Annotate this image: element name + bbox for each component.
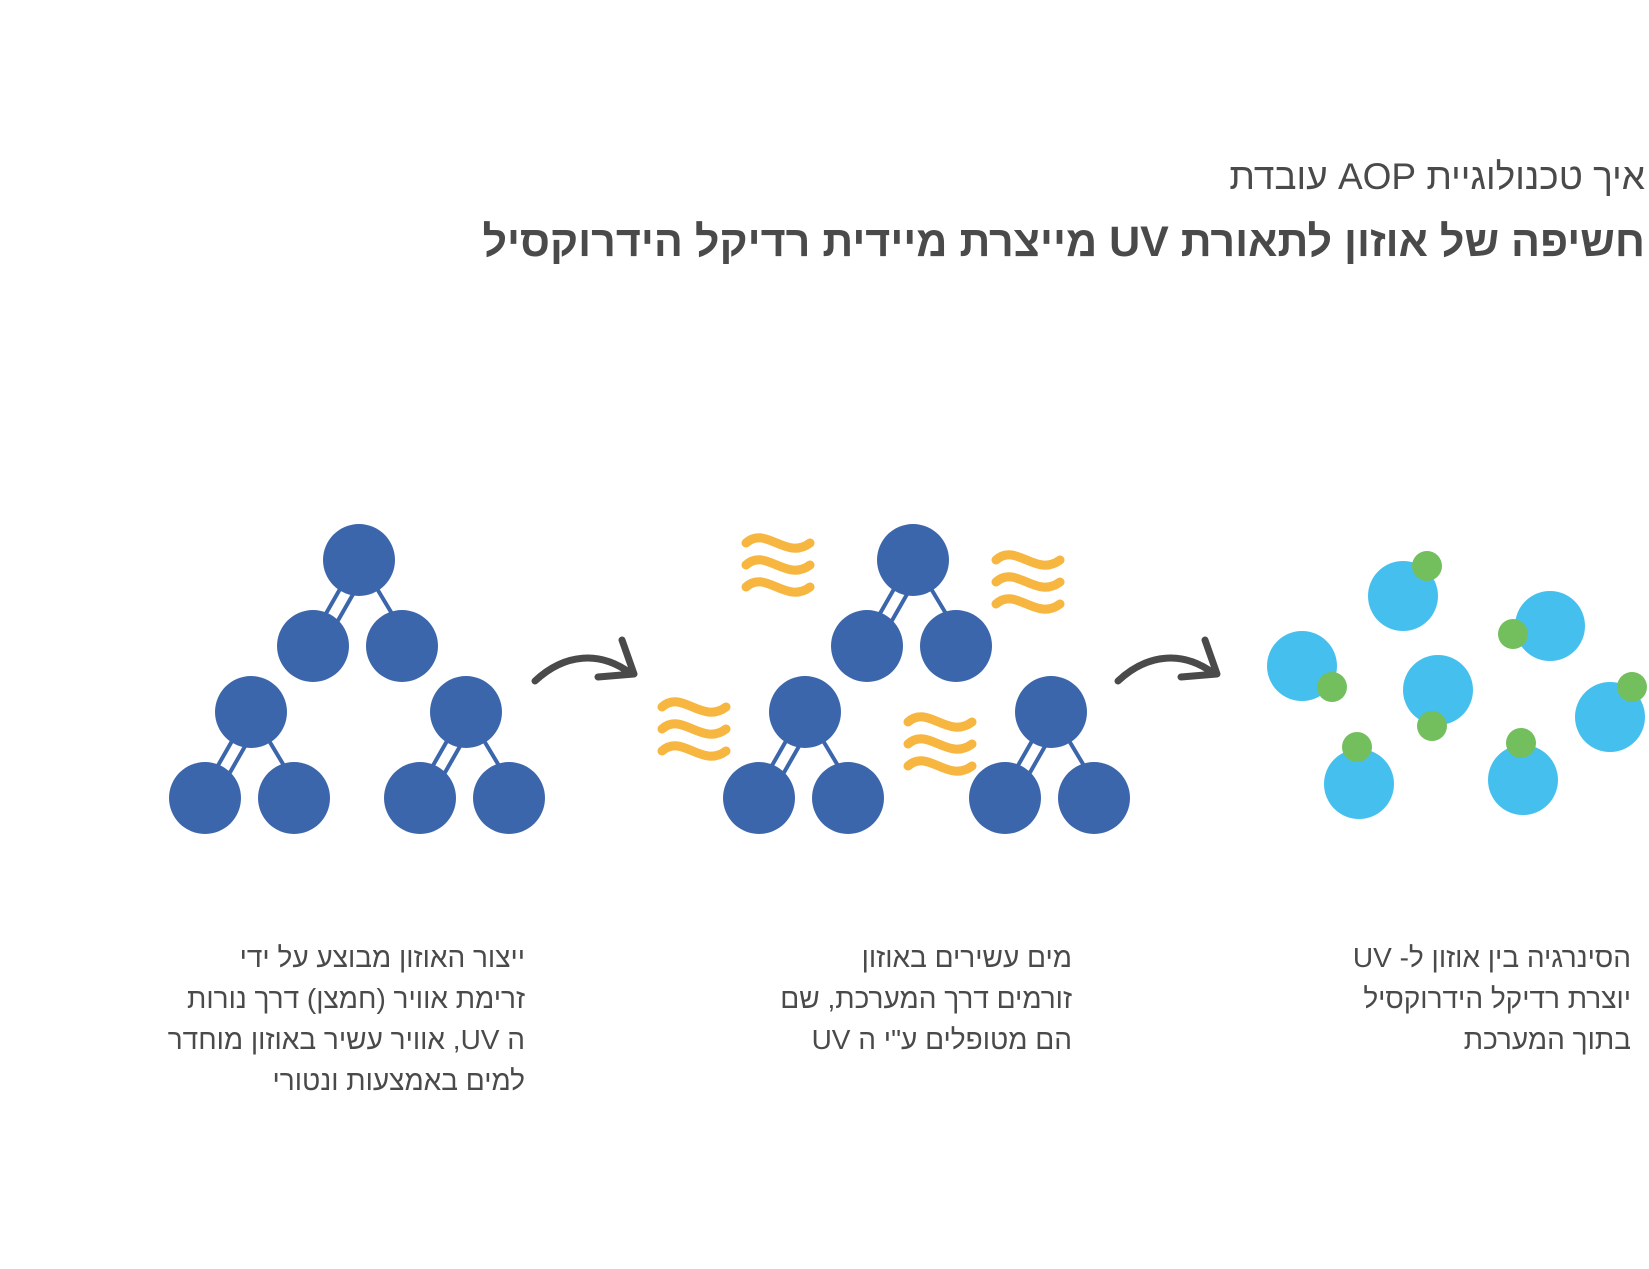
diagram-title: חשיפה של אוזון לתאורת UV מייצרת מיידית ר… (482, 218, 1645, 266)
caption-line: ייצור האוזון מבוצע על ידי (239, 942, 525, 973)
hydroxyl-icon (1317, 672, 1347, 702)
hydroxyl-icon (1506, 728, 1536, 758)
caption-uv-treatment: מים עשירים באוזון זורמים דרך המערכת, שם … (780, 937, 1072, 1060)
uv-wave-icon (908, 717, 972, 771)
ozone-molecule-icon (277, 524, 438, 682)
caption-line: מים עשירים באוזון (861, 942, 1072, 973)
water-molecule-icon (1498, 591, 1585, 661)
water-molecule-icon (1267, 631, 1347, 702)
stage-hydroxyl-formation (1267, 551, 1647, 819)
caption-line: למים באמצעות ונטורי (272, 1065, 525, 1096)
water-molecule-icon (1368, 551, 1442, 631)
hydroxyl-icon (1617, 672, 1647, 702)
hydroxyl-icon (1417, 711, 1447, 741)
diagram-subtitle: איך טכנולוגיית AOP עובדת (1229, 156, 1645, 197)
stage-uv-treatment (662, 524, 1130, 834)
water-molecule-icon (1324, 732, 1394, 819)
caption-line: בתוך המערכת (1463, 1024, 1631, 1055)
caption-ozone-generation: ייצור האוזון מבוצע על ידי זרימת אוויר (ח… (168, 937, 525, 1101)
caption-line: זורמים דרך המערכת, שם (780, 983, 1072, 1014)
caption-line: יוצרת רדיקל הידרוקסיל (1363, 983, 1631, 1014)
ozone-molecule-icon (969, 676, 1130, 834)
water-molecule-icon (1403, 655, 1473, 741)
caption-line: הם מטופלים ע"י ה UV (811, 1024, 1072, 1055)
hydroxyl-icon (1412, 551, 1442, 581)
hydroxyl-icon (1498, 619, 1528, 649)
ozone-molecule-icon (831, 524, 992, 682)
caption-line: ה UV, אוויר עשיר באוזון מוחדר (167, 1024, 525, 1055)
water-molecule-icon (1488, 728, 1558, 815)
ozone-molecule-icon (723, 676, 884, 834)
ozone-molecule-icon (384, 676, 545, 834)
process-arrow-icon (531, 636, 638, 685)
water-molecule-icon (1575, 672, 1647, 752)
caption-line: הסינרגיה בין אוזון ל- UV (1352, 942, 1631, 973)
process-arrow-icon (1114, 636, 1221, 685)
caption-line: זרימת אוויר (חמצן) דרך נורות (187, 983, 525, 1014)
stage-ozone-generation (169, 524, 545, 834)
uv-wave-icon (746, 538, 810, 592)
uv-wave-icon (662, 702, 726, 756)
hydroxyl-icon (1342, 732, 1372, 762)
uv-wave-icon (996, 555, 1060, 609)
ozone-molecule-icon (169, 676, 330, 834)
caption-hydroxyl-formation: הסינרגיה בין אוזון ל- UV יוצרת רדיקל היד… (1353, 937, 1631, 1060)
